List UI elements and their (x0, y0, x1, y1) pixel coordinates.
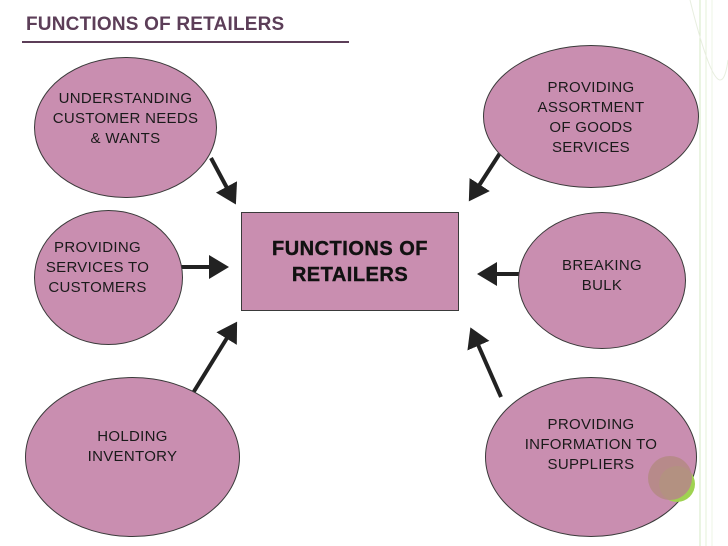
node-label: BREAKING BULK (562, 257, 642, 294)
node-providing-services: PROVIDING SERVICES TO CUSTOMERS (34, 210, 183, 345)
node-understanding-customer-needs: UNDERSTANDING CUSTOMER NEEDS & WANTS (34, 57, 217, 198)
node-providing-assortment: PROVIDING ASSORTMENT OF GOODS SERVICES (483, 45, 699, 188)
node-breaking-bulk: BREAKING BULK (518, 212, 686, 349)
node-label: HOLDING INVENTORY (87, 428, 178, 465)
node-holding-inventory: HOLDING INVENTORY (25, 377, 240, 537)
decorative-brown-circle (648, 456, 692, 500)
node-label: PROVIDING SERVICES TO CUSTOMERS (45, 239, 150, 296)
node-label: PROVIDING INFORMATION TO SUPPLIERS (524, 416, 658, 473)
title-underline (22, 41, 349, 43)
center-label: FUNCTIONS OF RETAILERS (272, 237, 428, 286)
slide-title: FUNCTIONS OF RETAILERS (26, 14, 285, 35)
center-box-functions-of-retailers: FUNCTIONS OF RETAILERS (241, 212, 459, 311)
node-label: UNDERSTANDING CUSTOMER NEEDS & WANTS (52, 90, 199, 147)
node-label: PROVIDING ASSORTMENT OF GOODS SERVICES (537, 79, 645, 156)
